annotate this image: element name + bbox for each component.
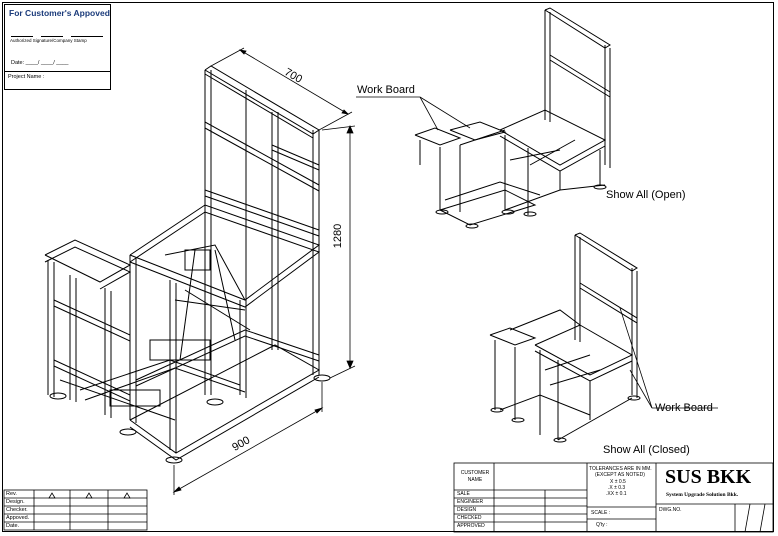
dim-height: 1280 [332, 223, 345, 249]
role-sale: SALE [457, 491, 470, 497]
company-logo: SUS BKK [665, 466, 752, 488]
date-label: Date: ____/ ____/ ____ [11, 60, 69, 66]
work-board-label-open: Work Board [357, 84, 415, 96]
rev-row-date: Date. [6, 523, 20, 529]
main-frame-drawing [44, 65, 331, 464]
rev-row-approved: Appoved. [6, 515, 30, 521]
signature-line-2 [41, 36, 63, 37]
customer-approval-box: For Customer's Appoved Authorized Signat… [4, 4, 111, 90]
revision-table-grid [3, 489, 148, 531]
customer-name-label: CUSTOMER NAME [460, 470, 490, 483]
rev-row-checker: Checker. [6, 507, 28, 513]
role-design: DESIGN [457, 507, 477, 513]
tolerance-xxx: .XX ± 0.1 [606, 491, 627, 497]
closed-view-drawing [489, 232, 641, 443]
role-engineer: ENGINEER [457, 499, 484, 505]
tolerance-title: TOLERANCES ARE IN MM. [589, 466, 652, 472]
role-checked: CHECKED [457, 515, 482, 521]
show-open-label: Show All (Open) [606, 189, 686, 201]
approval-title: For Customer's Appoved [9, 8, 110, 18]
signature-line-1 [11, 36, 33, 37]
work-board-label-closed: Work Board [655, 402, 713, 414]
signature-line-3 [71, 36, 103, 37]
company-subtitle: System Upgrade Solution Bkk. [666, 492, 739, 498]
tolerance-xx: .X ± 0.3 [608, 485, 626, 491]
open-view-drawing [414, 7, 611, 229]
tolerance-x: X ± 0.5 [610, 479, 626, 485]
project-name-label: Project Name : [5, 71, 110, 80]
scale-label: SCALE : [591, 510, 611, 516]
rev-row-rev: Rev. [6, 491, 17, 497]
tolerance-sub: (EXCEPT AS NOTED) [595, 472, 645, 478]
label-leaders [356, 96, 718, 409]
role-approved: APPROVED [457, 523, 485, 529]
dwg-no-label: DWG.NO. [659, 507, 682, 513]
signature-caption: Authorized Signature/Company Stamp [10, 38, 87, 43]
show-closed-label: Show All (Closed) [603, 444, 690, 456]
rev-row-design: Design. [6, 499, 25, 505]
dimension-lines [172, 47, 356, 495]
qty-label: Q'ty : [596, 522, 608, 528]
title-block-grid [453, 462, 774, 533]
